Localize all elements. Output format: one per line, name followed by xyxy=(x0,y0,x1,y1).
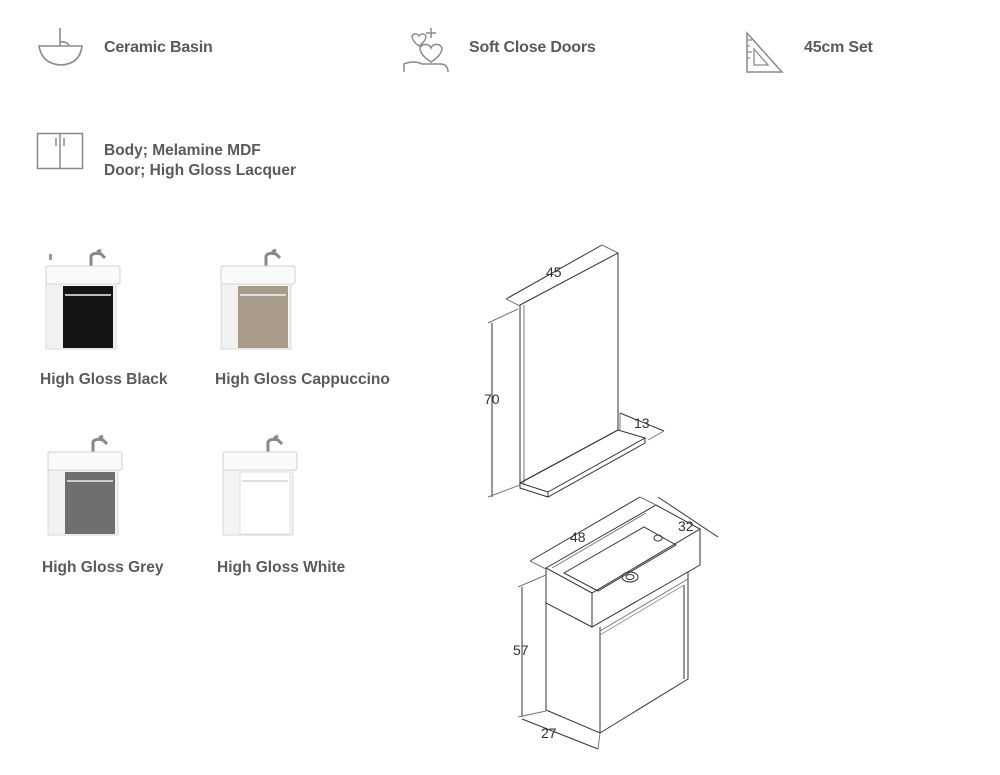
dim-mirror-width: 45 xyxy=(546,264,562,280)
cabinet-doors-icon xyxy=(36,132,84,170)
vanity-image xyxy=(220,248,296,350)
feature-label: 45cm Set xyxy=(804,39,873,56)
dim-shelf-depth: 13 xyxy=(634,415,650,431)
feature-label: Soft Close Doors xyxy=(469,39,596,56)
soft-close-icon xyxy=(403,28,449,73)
vanity-image xyxy=(222,434,298,536)
feature-45cm-set: 45cm Set xyxy=(744,30,994,78)
vanity-image xyxy=(47,434,123,536)
dim-cabinet-height: 57 xyxy=(513,642,529,658)
dim-cabinet-depth: 27 xyxy=(541,725,557,741)
dim-basin-width: 48 xyxy=(570,529,586,545)
color-swatch-grey[interactable]: High Gloss Grey xyxy=(42,432,192,582)
swatch-label: High Gloss Grey xyxy=(42,559,164,576)
materials-block: Body; Melamine MDF Door; High Gloss Lacq… xyxy=(36,132,356,182)
dim-basin-depth: 32 xyxy=(678,518,694,534)
dimension-drawing: 45 70 13 48 32 57 27 xyxy=(484,244,719,750)
feature-label: Ceramic Basin xyxy=(104,39,213,56)
color-swatch-white[interactable]: High Gloss White xyxy=(217,432,367,582)
mirror-outline xyxy=(519,252,619,484)
shelf-outline xyxy=(518,429,647,493)
swatch-label: High Gloss White xyxy=(217,559,346,576)
dim-mirror-height: 70 xyxy=(484,391,500,407)
set-square-icon xyxy=(746,31,784,73)
cabinet-body xyxy=(545,572,689,734)
basin-icon xyxy=(38,28,83,66)
swatch-label: High Gloss Black xyxy=(40,371,168,388)
color-swatch-cappuccino[interactable]: High Gloss Cappuccino xyxy=(215,246,395,396)
feature-ceramic-basin: Ceramic Basin xyxy=(36,24,336,74)
swatch-label: High Gloss Cappuccino xyxy=(215,371,390,388)
material-door: Door; High Gloss Lacquer xyxy=(104,162,297,179)
vanity-image xyxy=(45,248,121,350)
material-body: Body; Melamine MDF xyxy=(104,142,261,159)
color-swatch-black[interactable]: High Gloss Black xyxy=(40,246,190,396)
feature-soft-close: Soft Close Doors xyxy=(400,24,700,76)
